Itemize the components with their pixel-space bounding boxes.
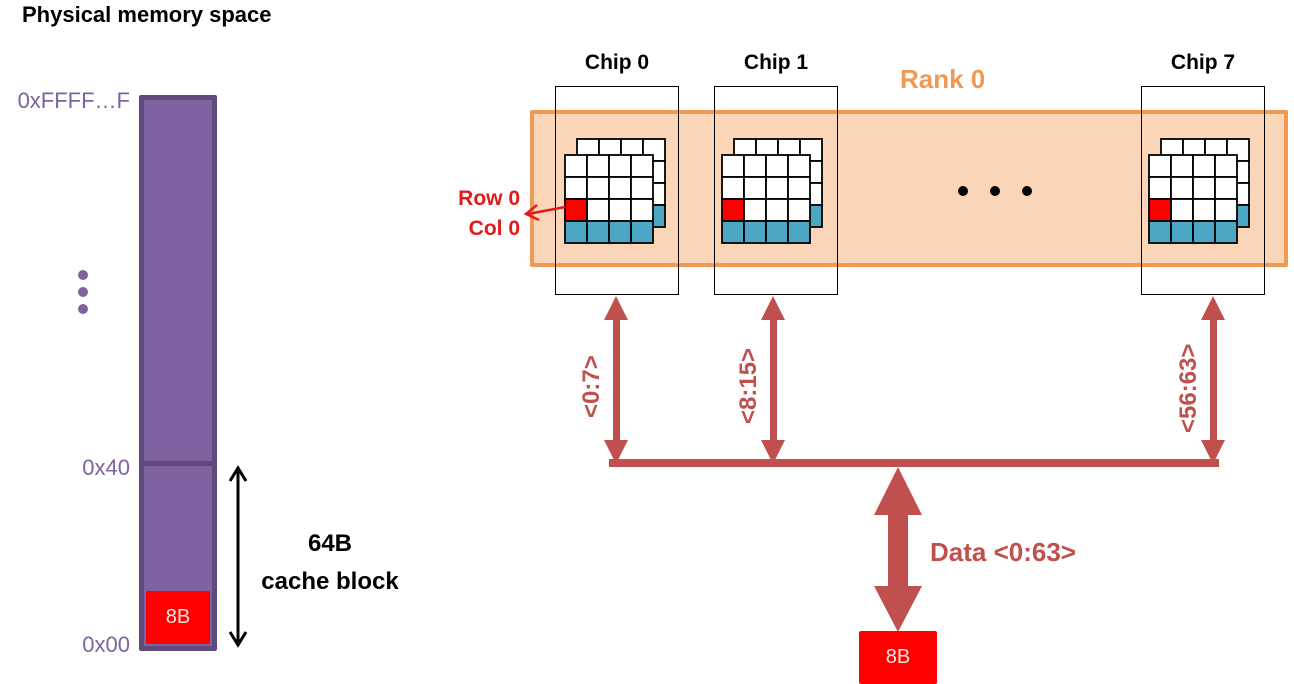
vertical-ellipsis-icon: [78, 270, 90, 321]
dram-cell: [564, 176, 588, 200]
dram-cell: [765, 198, 789, 222]
row-buffer-cell: [1170, 220, 1194, 244]
address-0x40-label: 0x40: [82, 455, 130, 480]
cache-block-divider: [139, 461, 217, 466]
chip-1-bus-bits-label: <8:15>: [735, 347, 762, 424]
dram-cell: [765, 154, 789, 178]
dram-cell: [1214, 176, 1238, 200]
dram-cell: [1192, 198, 1216, 222]
dram-cell: [608, 154, 632, 178]
dram-cell: [787, 154, 811, 178]
row-buffer-cell: [564, 220, 588, 244]
output-8b-word: 8B: [859, 631, 937, 684]
row-label: Row 0: [458, 187, 520, 210]
dram-cell: [586, 198, 610, 222]
horizontal-ellipsis-icon: [958, 183, 1054, 201]
dram-cell: [1170, 154, 1194, 178]
row-buffer-cell: [1214, 220, 1238, 244]
cache-block-arrow-down-icon: [228, 631, 248, 648]
bus-arrow-chip-1: [761, 296, 785, 464]
address-top-label: 0xFFFF…F: [17, 88, 130, 113]
dram-cell: [1148, 176, 1172, 200]
dram-cell: [1214, 198, 1238, 222]
row-buffer-cell: [586, 220, 610, 244]
row-buffer-cell: [608, 220, 632, 244]
dram-cell: [743, 198, 767, 222]
row-buffer-cell: [743, 220, 767, 244]
chip-0-box: [555, 86, 679, 295]
row-buffer-cell: [1192, 220, 1216, 244]
chip-0-bus-bits-label: <0:7>: [578, 355, 605, 418]
row-col-arrowhead-icon: [523, 204, 540, 222]
dram-cell: [630, 198, 654, 222]
chip-7-box: [1141, 86, 1265, 295]
rank-label: Rank 0: [900, 64, 986, 94]
cache-block-label: 64B cache block: [240, 525, 420, 601]
dram-cell: [1192, 176, 1216, 200]
dram-cell: [721, 176, 745, 200]
cache-block-size: 64B: [307, 530, 353, 557]
dram-cell: [1148, 154, 1172, 178]
address-0x00-label: 0x00: [82, 632, 130, 657]
bus-horizontal-line: [609, 459, 1219, 467]
dram-cell: [787, 198, 811, 222]
cache-block-arrow-up-icon: [228, 465, 248, 482]
chip-0-label: Chip 0: [584, 51, 650, 74]
dram-cell: [743, 154, 767, 178]
dram-cell: [586, 154, 610, 178]
diagram-title: Physical memory space: [22, 2, 272, 27]
dram-cell: [630, 154, 654, 178]
dram-cell: [586, 176, 610, 200]
chip-1-box: [714, 86, 838, 295]
bus-arrow-chip-0: [604, 296, 628, 464]
bus-arrow-chip-7: [1201, 296, 1225, 464]
chip-7-bus-bits-label: <56:63>: [1175, 343, 1202, 433]
data-bus-label: Data <0:63>: [930, 537, 1076, 567]
row-buffer-cell: [765, 220, 789, 244]
dram-cell: [1214, 154, 1238, 178]
data-bus: [604, 296, 1225, 632]
dram-cell: [1170, 176, 1194, 200]
dram-cell: [765, 176, 789, 200]
highlighted-cell-row0-col0: [1148, 198, 1172, 222]
highlighted-cell-row0-col0: [564, 198, 588, 222]
row-buffer-cell: [630, 220, 654, 244]
dram-cell: [721, 154, 745, 178]
dram-cell: [630, 176, 654, 200]
dram-cell: [1170, 198, 1194, 222]
physical-memory-column: [139, 95, 217, 651]
row-buffer-cell: [1148, 220, 1172, 244]
row-buffer-cell: [721, 220, 745, 244]
memory-8b-word: 8B: [146, 591, 210, 644]
dram-cell: [1192, 154, 1216, 178]
data-bus-main-arrow: [874, 467, 922, 632]
chip-7-label: Chip 7: [1170, 51, 1236, 74]
row-buffer-cell: [787, 220, 811, 244]
dram-cell: [787, 176, 811, 200]
col-label: Col 0: [468, 217, 520, 240]
dram-cell: [564, 154, 588, 178]
row-col-annotation: Row 0 Col 0: [444, 184, 520, 244]
highlighted-cell-row0-col0: [721, 198, 745, 222]
cache-block-text: cache block: [261, 568, 399, 595]
dram-cell: [608, 198, 632, 222]
dram-cell: [608, 176, 632, 200]
dram-cell: [743, 176, 767, 200]
chip-1-label: Chip 1: [743, 51, 809, 74]
row-col-pointer-arrow: [527, 205, 566, 216]
